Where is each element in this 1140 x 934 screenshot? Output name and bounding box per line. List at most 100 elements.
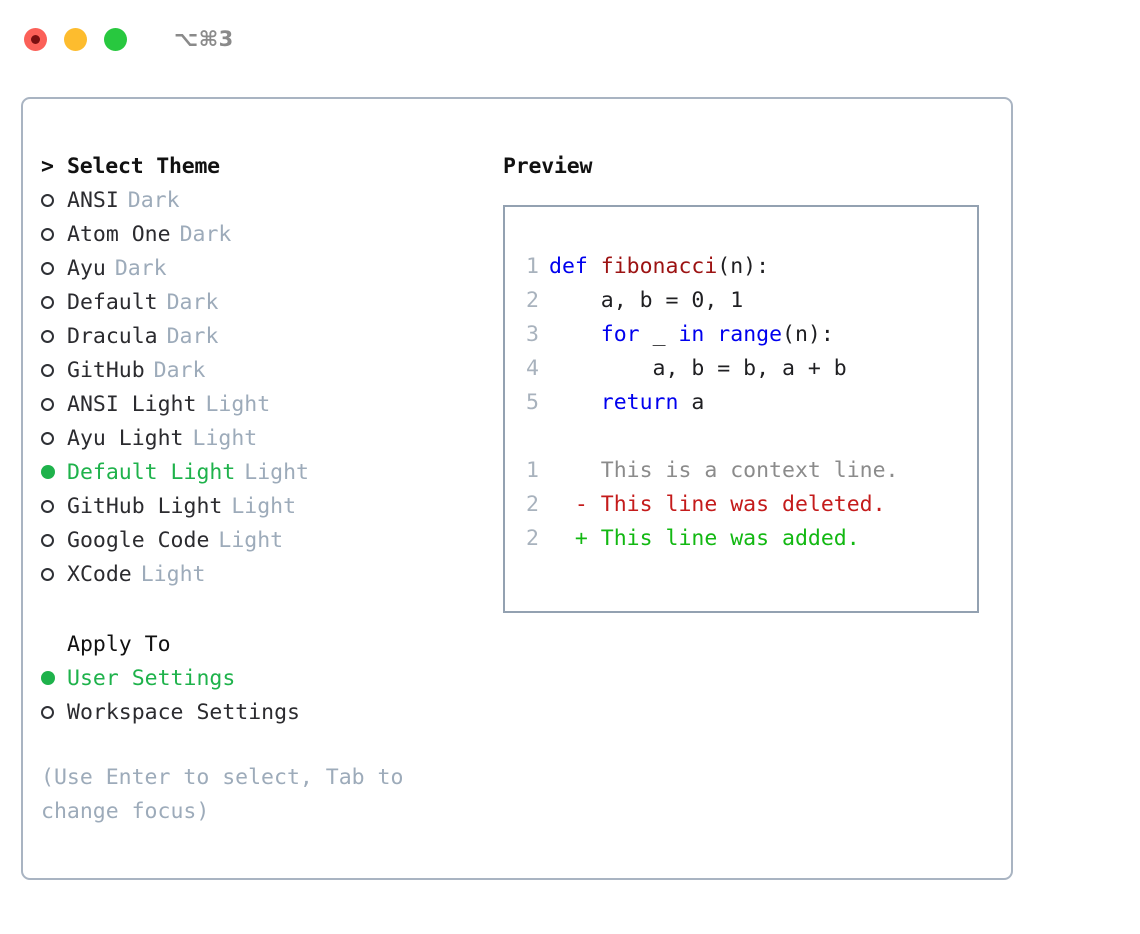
radio-unselected-icon <box>41 705 67 719</box>
line-number: 2 <box>526 491 539 517</box>
theme-option-ansi-light[interactable]: ANSI Light Light <box>41 387 491 421</box>
diff-line: 1 This is a context line. <box>505 453 977 487</box>
radio-unselected-icon <box>41 397 67 411</box>
code-line-content: def fibonacci(n): <box>549 254 769 279</box>
radio-dot <box>41 431 54 445</box>
code-token: (n): <box>717 253 770 279</box>
diff-marker: - <box>549 491 601 517</box>
minimize-button[interactable] <box>64 27 87 51</box>
radio-dot <box>41 499 54 513</box>
radio-dot <box>41 567 54 581</box>
theme-option-default[interactable]: Default Dark <box>41 285 491 319</box>
radio-unselected-icon <box>41 295 67 309</box>
theme-name-label: Google Code <box>67 527 210 553</box>
radio-dot <box>41 705 54 719</box>
radio-unselected-icon <box>41 193 67 207</box>
theme-name-label: GitHub <box>67 357 145 383</box>
apply-to-option-label: Workspace Settings <box>67 699 300 725</box>
theme-option-ayu-light[interactable]: Ayu Light Light <box>41 421 491 455</box>
theme-kind-label: Dark <box>166 323 219 349</box>
radio-unselected-icon <box>41 261 67 275</box>
code-line-content: a, b = 0, 1 <box>549 288 743 313</box>
theme-name-label: Ayu Light <box>67 425 184 451</box>
theme-name-label: Ayu <box>67 255 106 281</box>
title-bar: ⌥⌘3 <box>0 0 1140 78</box>
theme-option-github-light[interactable]: GitHub Light Light <box>41 489 491 523</box>
keyboard-hint: (Use Enter to select, Tab to change focu… <box>41 765 404 824</box>
apply-to-label: Apply To <box>67 631 171 657</box>
section-spacer <box>41 591 491 627</box>
theme-option-ayu[interactable]: Ayu Dark <box>41 251 491 285</box>
theme-option-github[interactable]: GitHub Dark <box>41 353 491 387</box>
theme-kind-label: Dark <box>114 255 167 281</box>
radio-selected-icon <box>41 671 67 685</box>
diff-marker: + <box>549 525 601 551</box>
code-line-content: a, b = b, a + b <box>549 356 847 381</box>
radio-dot <box>41 193 54 207</box>
code-token: return <box>600 389 679 415</box>
apply-to-option-label: User Settings <box>67 665 236 691</box>
theme-option-dracula[interactable]: Dracula Dark <box>41 319 491 353</box>
page-title: >Select Theme <box>41 149 491 183</box>
record-dot-icon <box>31 34 40 44</box>
theme-name-label: Dracula <box>67 323 158 349</box>
close-button[interactable] <box>24 27 47 51</box>
keyboard-shortcut-label: ⌥⌘3 <box>174 27 234 51</box>
radio-unselected-icon <box>41 499 67 513</box>
code-token: fibonacci <box>600 253 718 279</box>
prompt-caret-icon: > <box>41 153 54 179</box>
diff-line: 2 + This line was added. <box>505 521 977 555</box>
code-diff-spacer <box>505 419 977 453</box>
radio-unselected-icon <box>41 363 67 377</box>
theme-name-label: Default <box>67 289 158 315</box>
line-number: 3 <box>526 321 539 347</box>
radio-dot <box>41 227 54 241</box>
code-line: 2 a, b = 0, 1 <box>505 283 977 317</box>
theme-kind-label: Light <box>192 425 258 451</box>
theme-kind-label: Dark <box>166 289 219 315</box>
code-line: 4 a, b = b, a + b <box>505 351 977 385</box>
theme-kind-label: Light <box>205 391 271 417</box>
line-number: 5 <box>526 389 539 415</box>
radio-unselected-icon <box>41 431 67 445</box>
theme-kind-label: Dark <box>127 187 180 213</box>
code-token: a, b = b, a + b <box>549 355 847 381</box>
radio-dot <box>41 261 54 275</box>
line-number: 4 <box>526 355 539 381</box>
window-controls <box>24 27 127 51</box>
theme-kind-label: Dark <box>153 357 206 383</box>
theme-kind-label: Light <box>231 493 297 519</box>
radio-dot <box>41 465 55 479</box>
radio-selected-icon <box>41 465 67 479</box>
code-line-content: return a <box>549 389 705 415</box>
radio-dot <box>41 671 55 685</box>
apply-to-option-workspace-settings[interactable]: Workspace Settings <box>41 695 491 729</box>
code-line: 3 for _ in range(n): <box>505 317 977 351</box>
radio-dot <box>41 329 54 343</box>
diff-line: 2 - This line was deleted. <box>505 487 977 521</box>
code-token: _ <box>639 321 679 347</box>
line-number: 2 <box>526 287 539 313</box>
theme-name-label: GitHub Light <box>67 493 223 519</box>
code-token <box>549 390 601 415</box>
maximize-button[interactable] <box>104 27 127 51</box>
theme-name-label: Default Light <box>67 459 236 485</box>
code-token: def <box>549 253 601 279</box>
diff-text: This is a context line. <box>600 457 899 483</box>
code-token: for <box>600 321 640 347</box>
theme-name-label: XCode <box>67 561 132 587</box>
code-token <box>549 322 601 347</box>
radio-dot <box>41 295 54 309</box>
theme-name-label: ANSI Light <box>67 391 197 417</box>
apply-to-option-user-settings[interactable]: User Settings <box>41 661 491 695</box>
radio-dot <box>41 363 54 377</box>
